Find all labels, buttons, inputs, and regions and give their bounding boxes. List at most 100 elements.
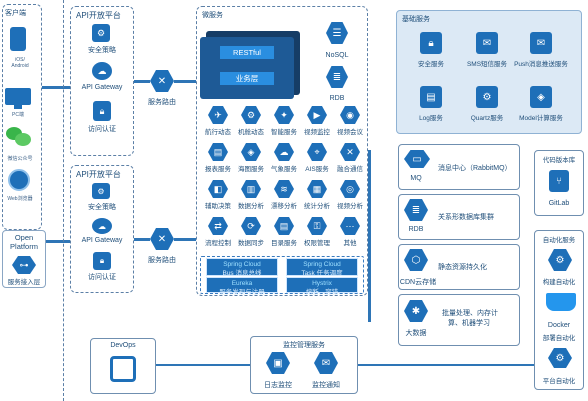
layer-divider (63, 0, 64, 401)
open-platform-panel (2, 230, 46, 288)
cdn-desc: 静态资源持久化 (438, 264, 487, 271)
api1-service-router: 服务路由 (148, 99, 176, 106)
log-monitor-icon: ▣ (266, 352, 290, 374)
api-platform-2-panel (70, 165, 134, 293)
base-service-label: Quartz服务 (470, 115, 504, 122)
monitor-icon (5, 88, 31, 105)
microservice-label: 报表服务 (205, 166, 231, 173)
microservices-title: 微服务 (202, 12, 223, 19)
microservice-icon: ⟳ (241, 217, 261, 235)
microservices-panel (196, 6, 368, 296)
bigdata-desc-2: 算、机器学习 (448, 320, 490, 327)
microservice-icon: ✈ (208, 106, 228, 124)
api-platform-2-title: API开放平台 (76, 170, 121, 179)
api-gateway-icon: ☁ (92, 62, 112, 80)
docker-label: Docker (547, 322, 571, 329)
base-service-label: Log服务 (419, 115, 443, 122)
monitoring-title: 监控管理服务 (283, 342, 325, 349)
rdb-cluster-desc: 关系形数据库集群 (438, 214, 494, 221)
microservice-icon: ⚿ (307, 217, 327, 235)
connector-api2-router (134, 238, 150, 241)
smartphone-icon (10, 27, 26, 51)
monitor-notify-icon: ✉ (314, 352, 338, 374)
microservice-label: 数据同步 (238, 240, 264, 247)
microservice-icon: ◉ (340, 106, 360, 124)
api-gateway-icon: ☁ (92, 218, 112, 234)
microservice-icon: ▤ (274, 217, 294, 235)
base-service-icon: ◈ (530, 86, 552, 108)
microservice-label: 航行动态 (205, 129, 231, 136)
microservice-icon: ◈ (241, 143, 261, 161)
mq-label: MQ (410, 175, 422, 182)
open-platform-title-1: Open (14, 233, 34, 242)
base-services-title: 基础服务 (402, 16, 430, 23)
microservice-icon: ▦ (307, 180, 327, 198)
base-service-label: 安全服务 (418, 61, 444, 68)
microservice-label: 辅助决策 (205, 203, 231, 210)
microservice-icon: ◎ (340, 180, 360, 198)
access-hub-icon: ⊶ (12, 256, 36, 274)
api2-service-router: 服务路由 (148, 257, 176, 264)
monitor-notify-label: 监控通知 (312, 382, 340, 389)
lock-icon: 🔒︎ (93, 101, 111, 121)
microservice-icon: ✕ (340, 143, 360, 161)
base-service-icon: ✉ (476, 32, 498, 54)
base-service-icon: ✉ (530, 32, 552, 54)
api2-access-auth: 访问认证 (88, 274, 116, 281)
microservice-label: 目录服务 (271, 240, 297, 247)
business-tag: 业务层 (220, 72, 274, 85)
nosql-label: NoSQL (325, 52, 349, 59)
microservice-label: 海图服务 (238, 166, 264, 173)
open-platform-title-2: Platform (10, 242, 38, 251)
microservice-icon: ⌖ (307, 143, 327, 161)
api1-gateway: API Gateway (81, 84, 123, 91)
platform-automation-icon: ⚙ (548, 348, 572, 368)
deploy-automation-label: 部署自动化 (542, 335, 576, 342)
automation-panel (534, 230, 584, 390)
cdn-label: CDN云存储 (399, 279, 437, 286)
log-monitor-label: 日志监控 (264, 382, 292, 389)
rdb-micro-icon: ≣ (326, 66, 348, 88)
api2-gateway: API Gateway (81, 237, 123, 244)
connector-devops-monitor (156, 364, 250, 366)
base-service-icon: ▤ (420, 86, 442, 108)
mq-icon: ▭ (404, 150, 430, 168)
wechat-icon (6, 127, 32, 147)
base-services-panel (396, 10, 582, 134)
microservice-label: 统计分析 (304, 203, 330, 210)
build-automation-label: 构建自动化 (542, 279, 576, 286)
devops-title: DevOps (110, 342, 136, 349)
code-repo-panel (534, 150, 584, 216)
bigdata-label: 大数据 (405, 330, 427, 337)
globe-icon (8, 169, 30, 191)
client-panel (2, 4, 42, 230)
devops-panel (90, 338, 156, 394)
microservice-icon: ⋯ (340, 217, 360, 235)
connector-open-api2 (46, 240, 70, 243)
api2-security-policy: 安全策略 (88, 204, 116, 211)
monitor-stand (14, 105, 22, 109)
microservice-label: AIS服务 (305, 166, 329, 173)
client-title: 客户端 (5, 10, 26, 17)
microservice-icon: ▥ (241, 180, 261, 198)
service-router-2-icon: ✕ (150, 228, 174, 250)
connector-client-api1 (42, 86, 70, 89)
microservice-label: 机舱动态 (238, 129, 264, 136)
microservice-label: 气象服务 (271, 166, 297, 173)
microservice-icon: ☁ (274, 143, 294, 161)
connector-micro-middleware (368, 150, 371, 322)
microservice-icon: ▤ (208, 143, 228, 161)
code-repo-label: GitLab (548, 200, 570, 207)
spring-cloud-panel (200, 256, 364, 294)
open-platform-label: 服务接入层 (7, 279, 41, 286)
cdn-icon: ⬡ (404, 249, 428, 271)
connector-api1-router (134, 80, 150, 83)
microservice-label: 权限管理 (304, 240, 330, 247)
base-service-icon: ⚙ (476, 86, 498, 108)
restful-tag: RESTful (220, 46, 274, 59)
devops-icon (110, 356, 136, 382)
nosql-icon: ☰ (326, 22, 348, 44)
